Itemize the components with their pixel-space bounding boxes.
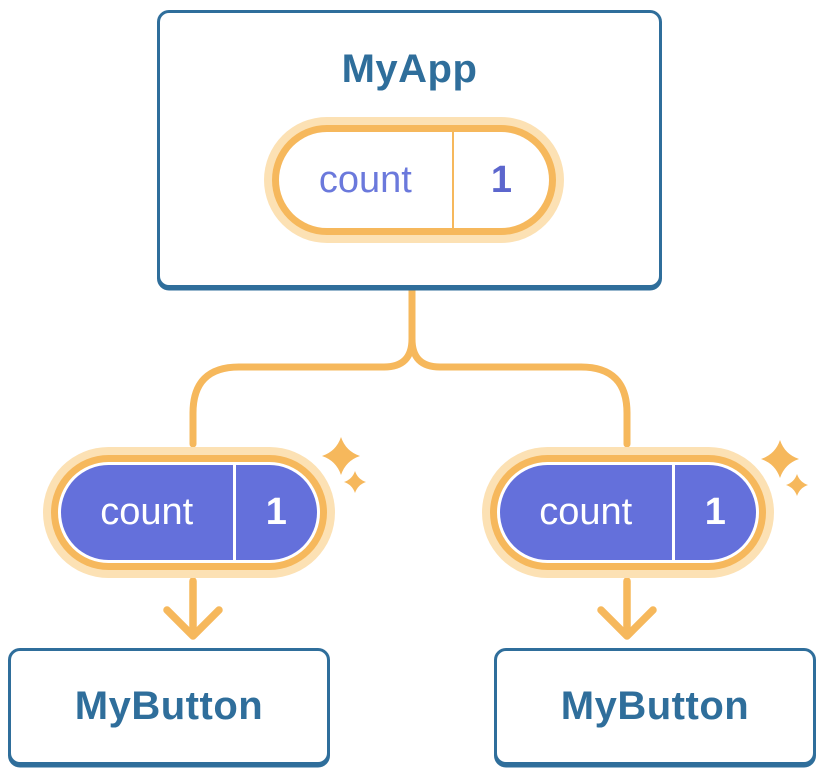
prop-label: count bbox=[539, 491, 633, 533]
component-name: MyButton bbox=[74, 683, 264, 728]
prop-label: count bbox=[100, 491, 194, 533]
prop-pill: count 1 bbox=[482, 447, 774, 578]
tree-connector-left bbox=[189, 285, 416, 448]
component-card-mybutton: MyButton bbox=[494, 648, 816, 765]
arrow-down-icon bbox=[597, 577, 657, 640]
prop-pill: count 1 bbox=[43, 447, 335, 578]
prop-pill-ring: count 1 bbox=[490, 455, 766, 570]
prop-pill-label-cell: count bbox=[61, 465, 236, 560]
prop-pill-value-cell: 1 bbox=[236, 465, 317, 560]
component-card-mybutton: MyButton bbox=[8, 648, 330, 765]
state-pill-label-cell: count bbox=[279, 132, 454, 228]
prop-pill-ring: count 1 bbox=[51, 455, 327, 570]
arrow-down-icon bbox=[163, 577, 223, 640]
state-pill-ring: count 1 bbox=[272, 125, 556, 235]
prop-pill-value-cell: 1 bbox=[675, 465, 756, 560]
state-label: count bbox=[318, 158, 412, 201]
state-value: 1 bbox=[490, 158, 512, 201]
prop-pill-label-cell: count bbox=[500, 465, 675, 560]
prop-value: 1 bbox=[704, 491, 726, 533]
tree-connector-right bbox=[408, 285, 631, 448]
component-name: MyButton bbox=[560, 683, 750, 728]
state-pill-value-cell: 1 bbox=[454, 132, 549, 228]
component-name: MyApp bbox=[341, 47, 478, 91]
prop-value: 1 bbox=[265, 491, 287, 533]
state-pill: count 1 bbox=[264, 117, 564, 243]
